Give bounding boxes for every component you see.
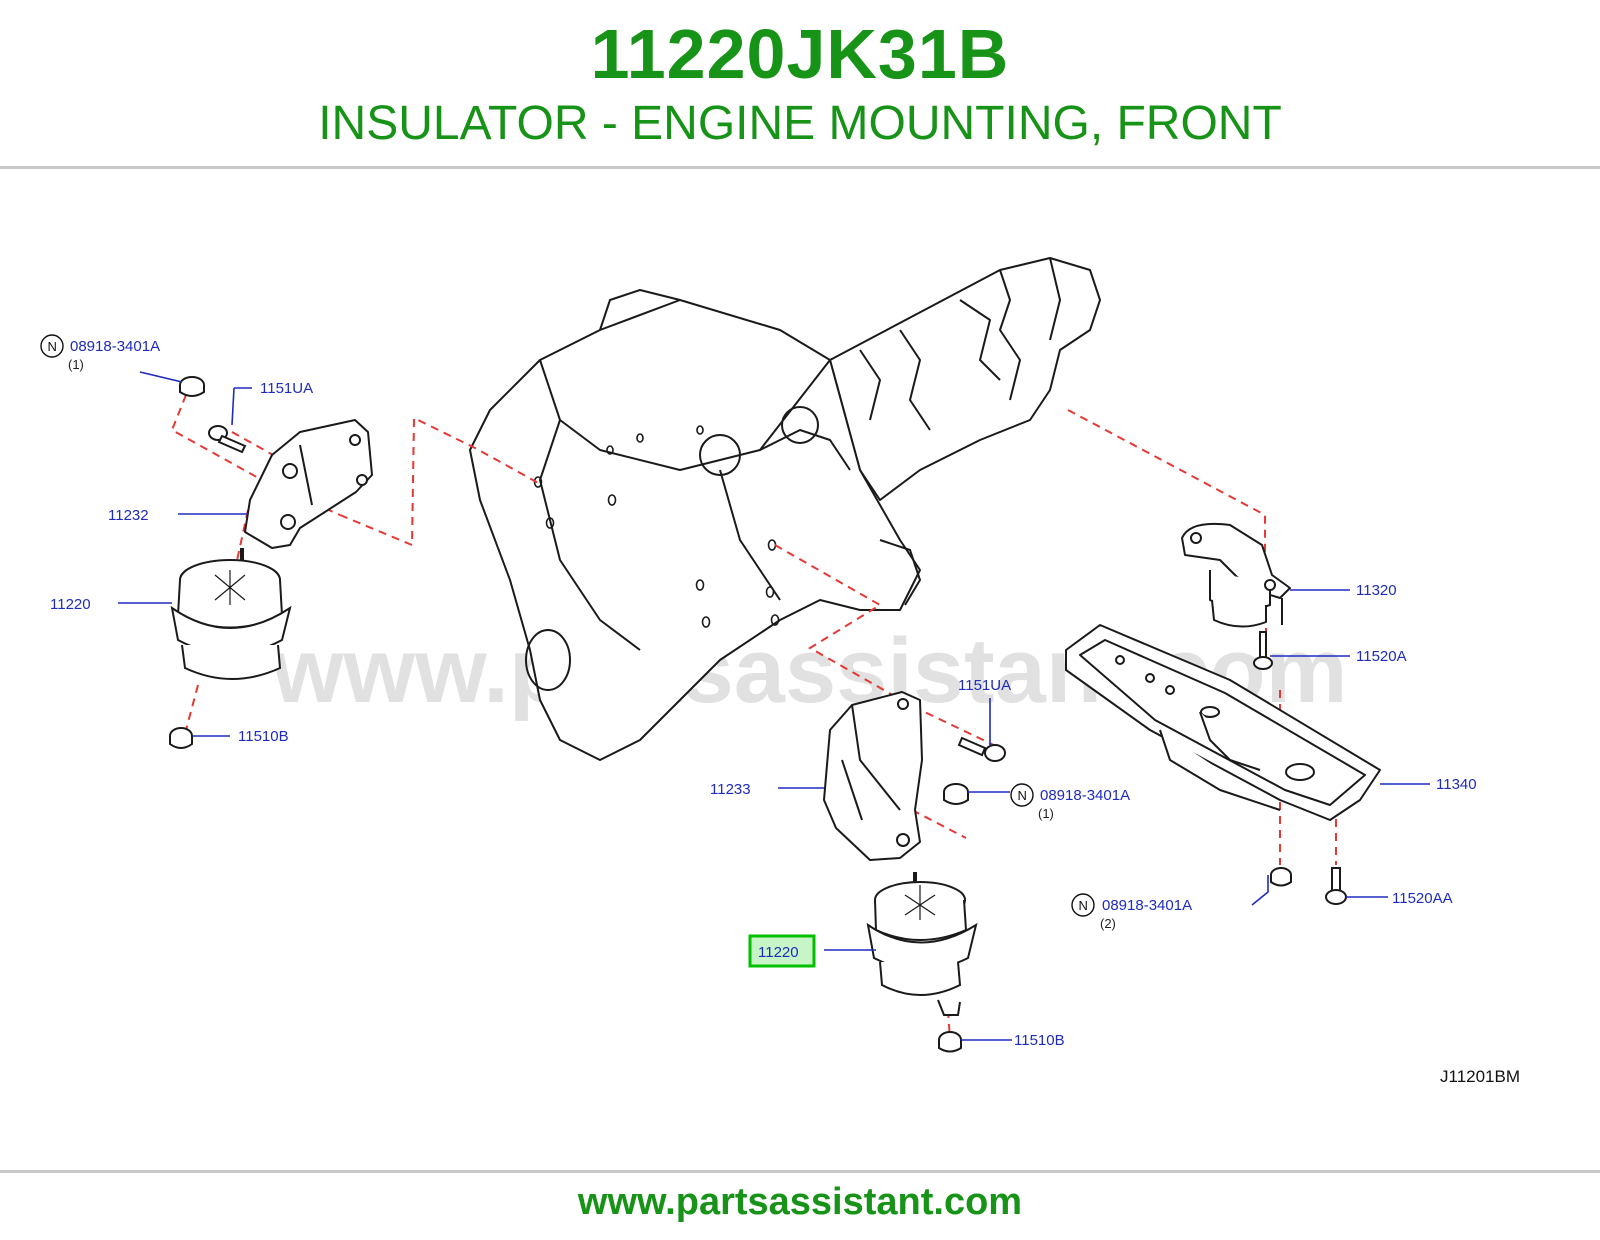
engine-transmission: [469, 257, 1101, 761]
svg-text:N: N: [1018, 788, 1027, 803]
nut-right-part: [1270, 867, 1292, 887]
qty-right: (2): [1100, 916, 1116, 931]
callout-11340[interactable]: 11340: [1436, 776, 1477, 793]
nut-lower-left-part: [169, 727, 193, 749]
svg-text:N: N: [48, 339, 57, 354]
bolt-right-part: [1325, 867, 1347, 905]
callout-1151UA-upper-left[interactable]: 1151UA: [260, 380, 313, 397]
qty-center: (1): [1038, 806, 1054, 821]
callout-11510B-bottom[interactable]: 11510B: [1014, 1032, 1065, 1049]
callout-11220-left[interactable]: 11220: [50, 596, 91, 613]
bracket-11233: [823, 691, 923, 861]
callout-08918-3401A-right[interactable]: 08918-3401A: [1102, 897, 1192, 914]
bolt-center-part: [957, 736, 1006, 762]
crossmember-11340: [1065, 624, 1381, 821]
n-symbol-upper-left: N: [40, 334, 64, 358]
callout-1151UA-center[interactable]: 1151UA: [958, 677, 1011, 694]
callout-08918-3401A-upper-left[interactable]: 08918-3401A: [70, 338, 160, 355]
diagram-id: J11201BM: [1440, 1067, 1520, 1086]
nut-bottom-part: [938, 1031, 962, 1053]
callout-11320[interactable]: 11320: [1356, 582, 1397, 599]
footer-url[interactable]: www.partsassistant.com: [577, 1181, 1023, 1223]
nut-center-part: [943, 783, 969, 805]
callout-leaders: [118, 371, 1430, 1041]
bottom-divider: [0, 1170, 1600, 1173]
rear-mount-bolt-part: [1253, 631, 1273, 670]
callout-11510B-left[interactable]: 11510B: [238, 728, 289, 745]
n-symbol-center: N: [1010, 783, 1034, 807]
bolt-upper-left-part: [208, 425, 247, 454]
part-number-title: 11220JK31B: [590, 15, 1010, 93]
callout-11233[interactable]: 11233: [710, 781, 751, 798]
callout-11220-selected[interactable]: 11220: [758, 944, 799, 961]
nut-upper-left-part: [179, 376, 205, 397]
callout-08918-3401A-center[interactable]: 08918-3401A: [1040, 787, 1130, 804]
n-symbol-right: N: [1071, 893, 1095, 917]
top-divider: [0, 166, 1600, 169]
header: 11220JK31B INSULATOR - ENGINE MOUNTING, …: [0, 0, 1600, 168]
selected-part-highlight: [748, 934, 816, 968]
callout-11232[interactable]: 11232: [108, 507, 149, 524]
qty-upper-left: (1): [68, 357, 84, 372]
bracket-11232: [244, 419, 373, 549]
insulator-11220-selected: [866, 872, 978, 1016]
svg-text:N: N: [1079, 898, 1088, 913]
part-name-subtitle: INSULATOR - ENGINE MOUNTING, FRONT: [318, 97, 1282, 150]
rear-mount-11320: [1181, 522, 1291, 628]
callout-11520AA[interactable]: 11520AA: [1392, 890, 1453, 907]
insulator-11220-left: [170, 548, 292, 680]
callout-11520A[interactable]: 11520A: [1356, 648, 1407, 665]
